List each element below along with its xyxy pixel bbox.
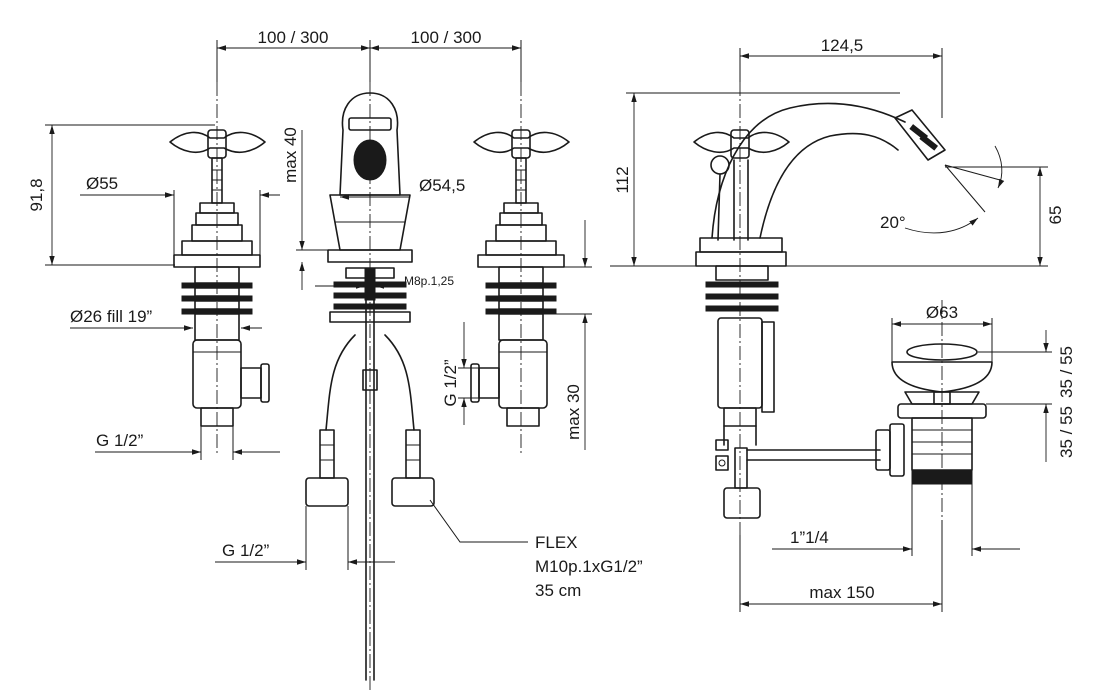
shank-diameter-label: Ø26 fill 19” — [70, 307, 153, 326]
dimension-labels: 100 / 300 100 / 300 124,5 91,8 Ø55 max 4… — [27, 28, 1076, 602]
flex-note-line3: 35 cm — [535, 581, 581, 600]
handle-height-label: 91,8 — [27, 178, 46, 211]
dimension-lines — [45, 40, 1052, 612]
side-height-label: 112 — [613, 166, 632, 193]
center-spout — [305, 92, 435, 681]
left-valve — [169, 129, 270, 427]
thread-rod-label: M8p.1,25 — [404, 274, 454, 288]
spacing-right-label: 100 / 300 — [411, 28, 482, 47]
side-width-label: 124,5 — [821, 36, 864, 55]
spray-angle-label: 20° — [880, 213, 906, 232]
inlet-left-label: G 1/2” — [96, 431, 144, 450]
right-valve — [470, 129, 570, 427]
flex-note: FLEX M10p.1xG1/2” 35 cm — [535, 533, 643, 600]
handle-diameter-label: Ø55 — [86, 174, 118, 193]
inlet-right-label: G 1/2” — [441, 359, 460, 407]
waste-thread-label: 1”1/4 — [790, 528, 829, 547]
side-view-tap — [693, 102, 946, 519]
flex-note-line2: M10p.1xG1/2” — [535, 557, 643, 576]
flex-inlet-label: G 1/2” — [222, 541, 270, 560]
flex-note-line1: FLEX — [535, 533, 578, 552]
right-max-height-label: max 30 — [564, 384, 583, 440]
spacing-left-label: 100 / 300 — [258, 28, 329, 47]
popup-waste — [891, 343, 993, 485]
spout-base-diameter-label: Ø54,5 — [419, 176, 465, 195]
waste-max-reach-label: max 150 — [809, 583, 874, 602]
waste-diameter-label: Ø63 — [926, 303, 958, 322]
spout-max-height-label: max 40 — [281, 127, 300, 183]
outlet-height-label: 65 — [1046, 206, 1065, 225]
waste-height-label: 35 / 55 — [1057, 346, 1076, 398]
waste-bottom-label: 35 / 55 — [1057, 406, 1076, 458]
